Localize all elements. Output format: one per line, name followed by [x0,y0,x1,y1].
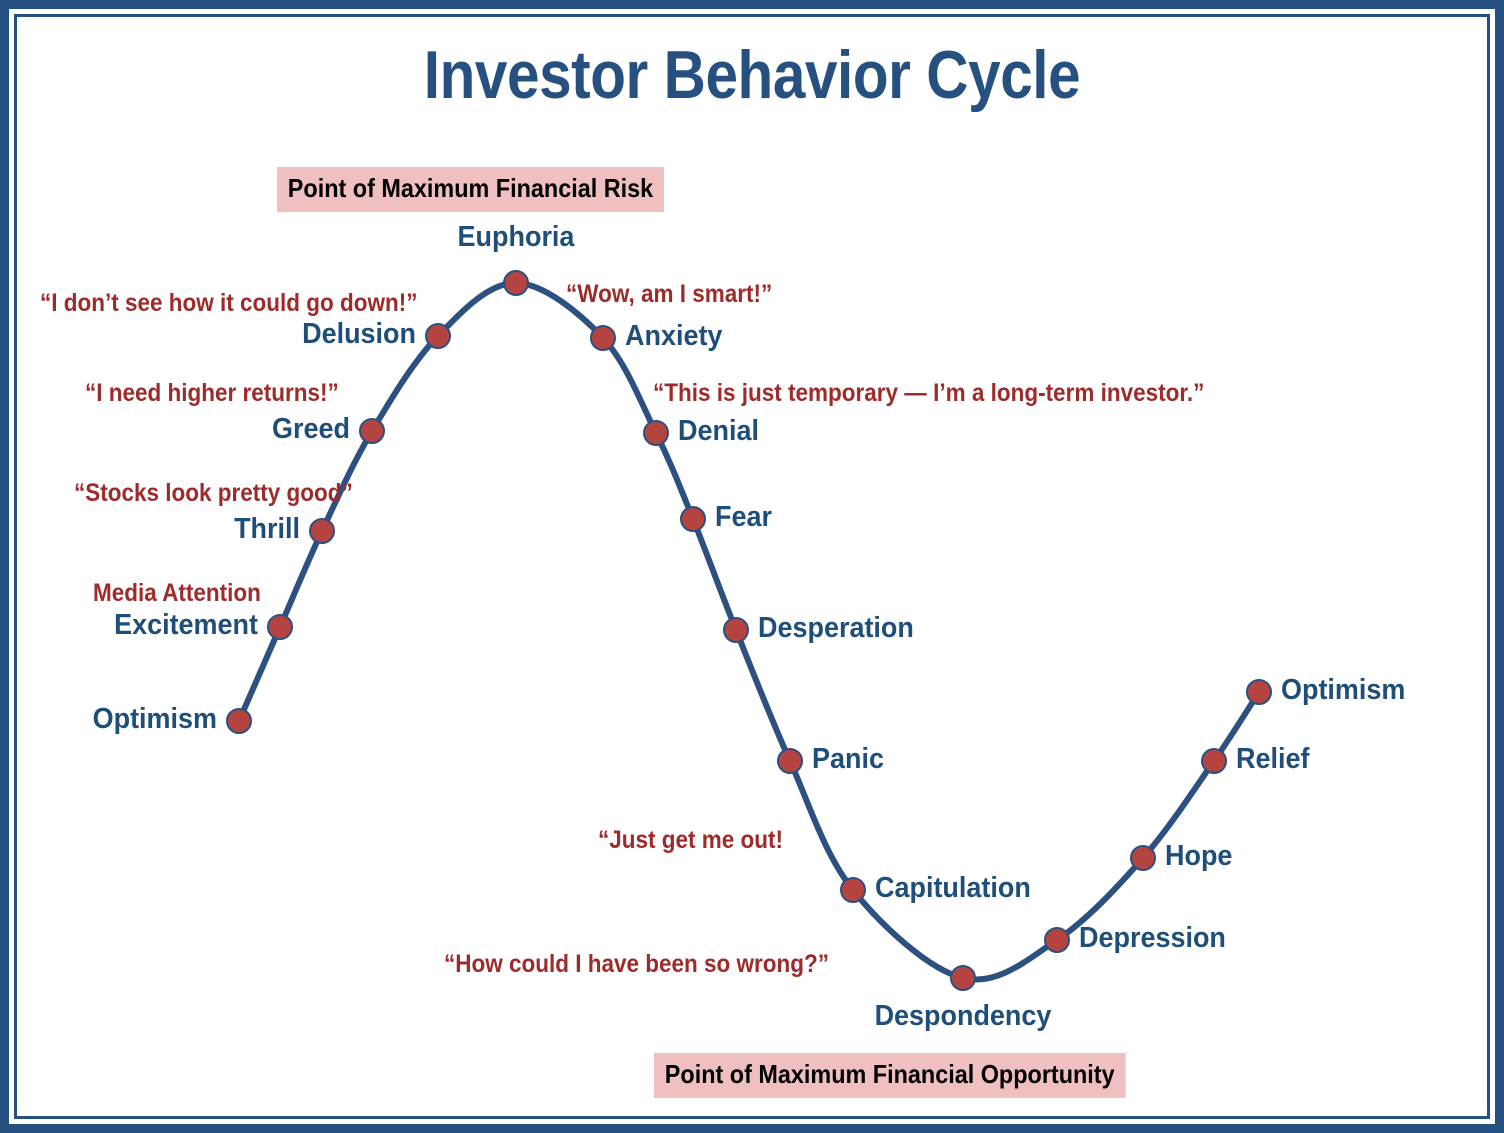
stage-label-delusion: Delusion [302,318,416,350]
stage-label-optimism: Optimism [92,703,217,735]
stage-label-hope: Hope [1165,840,1233,872]
stage-label-greed: Greed [272,413,350,445]
data-point-relief [1201,748,1227,774]
data-point-hope [1130,845,1156,871]
data-point-greed [359,418,385,444]
quote-annotation-3: “I need higher returns!” [85,379,339,407]
data-point-excitement [267,614,293,640]
stage-label-euphoria: Euphoria [457,221,575,253]
quote-annotation-4: “This is just temporary — I’m a long-ter… [653,379,1205,407]
quote-annotation-2: “Wow, am I smart!” [566,280,773,308]
data-point-delusion [425,323,451,349]
stage-label-capitulation: Capitulation [875,872,1031,904]
quote-annotation-8: “How could I have been so wrong?” [444,950,830,978]
quote-annotation-1: “I don’t see how it could go down!” [40,289,418,317]
data-point-despondency [950,965,976,991]
max-financial-risk-banner: Point of Maximum Financial Risk [277,167,664,212]
data-point-panic [777,748,803,774]
stage-label-despondency: Despondency [874,1000,1052,1032]
stage-label-desperation: Desperation [758,612,914,644]
quote-annotation-6: Media Attention [93,579,261,607]
data-point-anxiety [590,325,616,351]
data-point-optimism [1246,679,1272,705]
data-point-fear [680,506,706,532]
stage-label-optimism: Optimism [1281,674,1406,706]
data-point-desperation [723,617,749,643]
stage-label-thrill: Thrill [234,513,300,545]
stage-label-depression: Depression [1079,922,1226,954]
quote-annotation-5: “Stocks look pretty good” [74,479,353,507]
data-point-denial [643,420,669,446]
stage-label-relief: Relief [1236,743,1310,775]
stage-label-panic: Panic [812,743,884,775]
stage-label-excitement: Excitement [114,609,258,641]
inner-border-frame [14,14,1490,1119]
stage-label-anxiety: Anxiety [625,320,723,352]
stage-label-fear: Fear [715,501,772,533]
max-financial-opportunity-banner: Point of Maximum Financial Opportunity [654,1053,1126,1098]
data-point-depression [1044,927,1070,953]
data-point-capitulation [840,877,866,903]
data-point-optimism [226,708,252,734]
quote-annotation-7: “Just get me out! [598,826,784,854]
page-title: Investor Behavior Cycle [423,37,1081,113]
data-point-euphoria [503,270,529,296]
data-point-thrill [309,518,335,544]
stage-label-denial: Denial [678,415,759,447]
